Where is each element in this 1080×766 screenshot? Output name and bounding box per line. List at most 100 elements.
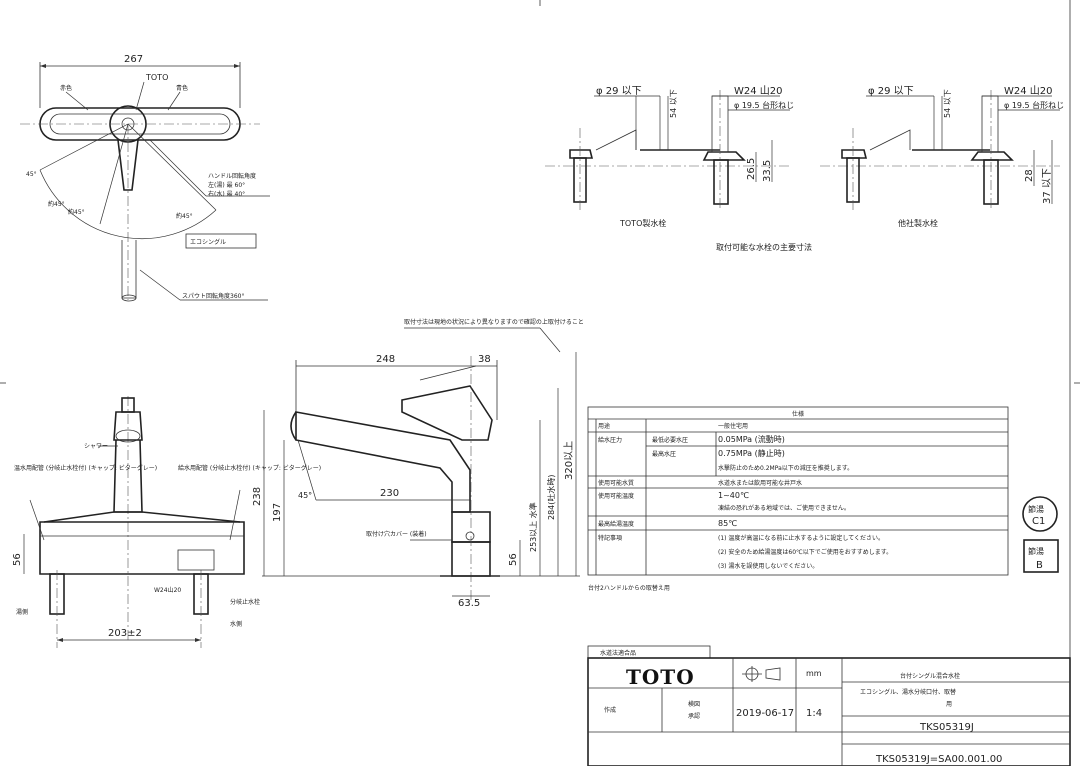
dim-203: 203±2: [108, 628, 142, 639]
hot-side-label: 湯側: [16, 608, 28, 616]
shower-label: シャワー: [84, 443, 108, 450]
spec-row-2-k2: 最高水圧: [652, 450, 676, 458]
spec-row-8-k: 特記事項: [598, 534, 622, 542]
mark-c1-top: 節湯: [1028, 504, 1044, 514]
hot-pipe-label: 温水用配管 (分岐止水栓付) (キャップ: ビターグレー): [14, 464, 157, 472]
spec-row-4-v: 水道水または飲用可能な井戸水: [718, 479, 802, 487]
mark-b: [1023, 539, 1059, 573]
check-label: 検図: [688, 700, 700, 708]
dim-45: 45°: [298, 491, 312, 500]
dim-320: 320以上: [563, 441, 575, 480]
spec-row-0-v: 一般住宅用: [718, 422, 748, 430]
eco-label-box: [185, 233, 257, 249]
front-handle: [113, 411, 143, 441]
spec-row-8-v: (1) 温度が高温になる前に止水するように設定してください。: [718, 534, 884, 542]
spec-table: 仕様 用途 一般住宅用 給水圧力 最低必要水圧 0.05MPa (流動時) 最高…: [587, 406, 1009, 592]
valve-toto: φ 29 以下 54 以下 W24 山20 φ 19.5 台形ねじ 26.5 3…: [545, 85, 794, 228]
valve-other: φ 29 以下 54 以下 W24 山20 φ 19.5 台形ねじ 28 37 …: [820, 85, 1064, 228]
dim-197: 197: [272, 503, 283, 522]
model-number: TKS05319J: [919, 722, 974, 733]
spec-row-2-v: 0.75MPa (静止時): [718, 448, 785, 458]
spec-row-10-v: (3) 湯水を誤使用しないでください。: [718, 562, 818, 570]
dim-63-5: 63.5: [458, 598, 480, 609]
dim-248: 248: [376, 354, 395, 365]
toto-caption: TOTO製水栓: [619, 218, 666, 228]
spec-row-5-v: 1~40℃: [718, 491, 749, 500]
brand-logo: TOTO: [626, 665, 695, 689]
front-view: 203±2 56 シャワー 温水用配管 (分岐止水栓付) (キャップ: ビターグ…: [12, 396, 321, 648]
dim-38: 38: [478, 354, 491, 365]
angle-45c: 約45°: [68, 208, 85, 216]
spec-row-1-v: 0.05MPa (流動時): [718, 434, 785, 444]
drawn-label: 作成: [604, 706, 616, 714]
color-left-label: 赤色: [60, 84, 72, 92]
scale: 1:4: [806, 708, 822, 719]
toto-h1: 26.5: [746, 158, 757, 180]
spec-row-9-v: (2) 安全のため給湯温度は60℃以下でご使用をおすすめします。: [718, 548, 892, 556]
spout-rotation-label: スパウト回転角度360°: [182, 292, 244, 300]
cover-label: 取付け穴カバー (装着): [366, 530, 427, 538]
spout-top: [117, 139, 139, 191]
unit: mm: [806, 669, 822, 678]
drawing-number: TKS05319J=SA00.001.00: [875, 754, 1002, 765]
handle-angle-right: 右(水) 最 40°: [208, 190, 245, 198]
dim-230: 230: [380, 488, 399, 499]
other-h1: 28: [1024, 169, 1035, 182]
spec-row-7-k: 最高給湯温度: [598, 520, 634, 528]
valve-main-caption: 取付可能な水栓の主要寸法: [716, 242, 812, 252]
other-h2: 37 以下: [1042, 168, 1053, 204]
toto-h2: 33.5: [762, 160, 773, 182]
spec-table-frame: [587, 406, 1009, 576]
spec-row-4-k: 使用可能水質: [598, 479, 634, 487]
toto-len: 54 以下: [669, 89, 678, 118]
cold-pipe-label: 給水用配管 (分岐止水栓付) (キャップ: ビターグレー): [178, 464, 321, 472]
toto-thread2: φ 19.5 台形ねじ: [734, 100, 794, 110]
side-view: 248 38 230 45° 238 197 253以上 水準 284(吐水時)…: [252, 318, 584, 609]
dim-56-side: 56: [508, 553, 519, 566]
dim-284: 284(吐水時): [546, 474, 556, 520]
spec-footnote: 台付2ハンドルからの取替え用: [588, 584, 670, 592]
install-note: 取付寸法は現地の状況により異なりますので確認の上取付けること: [404, 318, 584, 326]
side-handle: [401, 385, 493, 441]
spec-row-1-k: 給水圧力: [598, 436, 622, 444]
water-saving-marks: 節湯 C1 節湯 B: [1022, 496, 1059, 573]
title-block: 水道法適合品 TOTO mm 作成 検図 承認 2019-06-17 1:4 台…: [587, 645, 1071, 766]
toto-phi: φ 29 以下: [596, 86, 642, 97]
date: 2019-06-17: [736, 708, 794, 719]
color-right-label: 青色: [176, 84, 188, 92]
product-name: 台付シングル混合水栓: [900, 672, 960, 680]
dim-253: 253以上 水準: [528, 502, 538, 552]
dim-267: 267: [124, 54, 143, 65]
top-view: 267 45° 約45° 約45° 約45° TOTO 赤色 青色 ハンドル回転…: [20, 54, 270, 302]
handle-angle-left: 左(湯) 最 60°: [208, 181, 245, 189]
valve-details: φ 29 以下 54 以下 W24 山20 φ 19.5 台形ねじ 26.5 3…: [545, 85, 1064, 252]
sweep-arc: [39, 169, 217, 239]
dim-56-front: 56: [12, 553, 23, 566]
mark-c1: [1022, 496, 1058, 532]
title-header: 水道法適合品: [600, 649, 636, 657]
brand-mark-top: TOTO: [145, 73, 168, 82]
handle-angle-label: ハンドル回転角度: [208, 172, 256, 180]
spec-row-3-v: 水撃防止のため0.2MPa以下の減圧を推奨します。: [718, 464, 853, 472]
thread-label: W24山20: [154, 586, 181, 594]
desc-line2: 用: [946, 701, 952, 708]
other-thread: W24 山20: [1004, 85, 1053, 97]
spec-row-7-v: 85℃: [718, 519, 737, 528]
angle-45d: 約45°: [176, 212, 193, 220]
toto-thread: W24 山20: [734, 85, 783, 97]
other-thread2: φ 19.5 台形ねじ: [1004, 100, 1064, 110]
desc-line1: エコシングル、湯水分岐口付、取替: [860, 688, 956, 696]
mark-c1-bot: C1: [1032, 516, 1045, 527]
other-phi: φ 29 以下: [868, 86, 914, 97]
front-base: [39, 521, 245, 575]
other-len: 54 以下: [943, 89, 952, 118]
other-caption: 他社製水栓: [898, 218, 938, 228]
dim-238: 238: [252, 487, 263, 506]
mark-b-bot: B: [1036, 560, 1043, 571]
appr-label: 承認: [688, 712, 700, 720]
spec-row-5-k: 使用可能温度: [598, 492, 634, 500]
mark-b-top: 節湯: [1028, 546, 1044, 556]
eco-label: エコシングル: [190, 238, 226, 246]
spec-row-0-k: 用途: [598, 422, 610, 430]
